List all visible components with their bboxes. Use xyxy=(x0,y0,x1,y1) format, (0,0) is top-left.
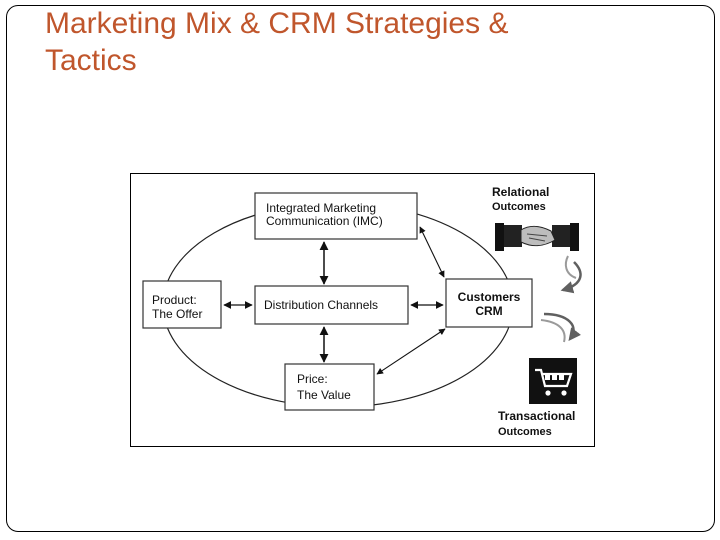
handshake-icon xyxy=(493,220,581,253)
product-label-line-1: Product: xyxy=(152,293,197,307)
relational-label-line-1: Relational xyxy=(492,185,549,199)
slide-title: Marketing Mix & CRM Strategies & Tactics xyxy=(45,5,645,79)
product-box: Product: The Offer xyxy=(142,280,222,329)
transactional-label-line-1: Transactional xyxy=(498,409,575,423)
cycle-arrow-up xyxy=(543,312,582,341)
cycle-arrow-up-shadow xyxy=(540,319,566,343)
price-label-line-1: Price: xyxy=(297,372,328,386)
transactional-label-line-2: Outcomes xyxy=(498,426,552,438)
shopping-cart-icon xyxy=(529,358,577,404)
diagram-canvas: Integrated Marketing Communication (IMC)… xyxy=(142,185,582,438)
imc-customers-arrow xyxy=(419,226,445,278)
price-customers-arrow xyxy=(376,328,446,375)
distribution-box: Distribution Channels xyxy=(254,285,409,325)
price-box: Price: The Value xyxy=(284,363,375,411)
distribution-label: Distribution Channels xyxy=(264,298,378,312)
imc-label-line-1: Integrated Marketing xyxy=(266,201,376,215)
cycle-arrow-down xyxy=(560,261,582,294)
product-label-line-2: The Offer xyxy=(152,307,202,321)
customers-crm-box: Customers CRM xyxy=(445,278,533,328)
slide-title-line-2: Tactics xyxy=(45,44,137,77)
customers-label-line-1: Customers xyxy=(458,290,521,304)
cycle-arrow-down-shadow xyxy=(564,255,577,279)
imc-box: Integrated Marketing Communication (IMC) xyxy=(254,192,418,240)
slide-frame xyxy=(6,5,715,532)
relational-label-line-2: Outcomes xyxy=(492,201,546,213)
price-label-line-2: The Value xyxy=(297,388,351,402)
imc-label-line-2: Communication (IMC) xyxy=(266,214,383,228)
customers-label-line-2: CRM xyxy=(475,304,502,318)
slide-title-line-1: Marketing Mix & CRM Strategies & xyxy=(45,7,509,40)
marketing-mix-diagram: Integrated Marketing Communication (IMC)… xyxy=(130,173,595,447)
